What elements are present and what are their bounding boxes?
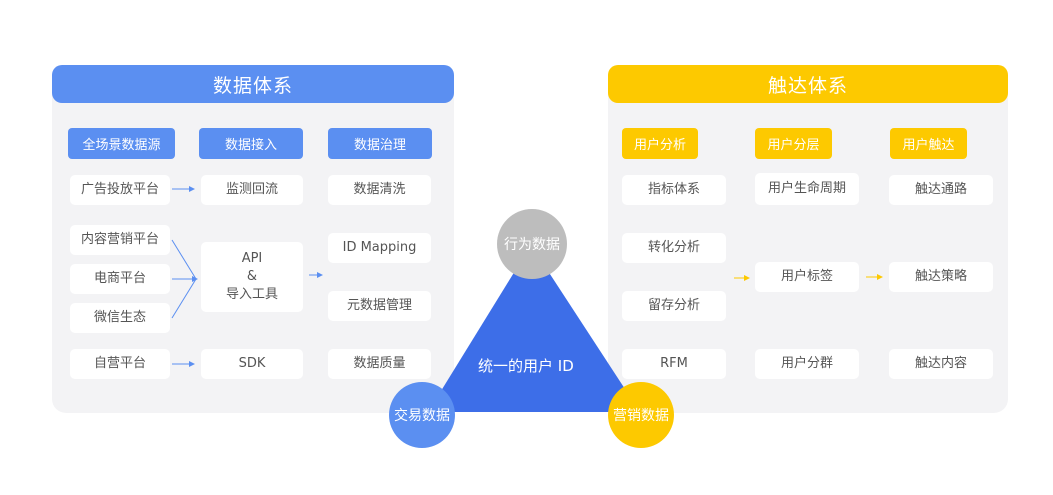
header-data-governance: 数据治理 xyxy=(328,128,432,159)
analysis-retention: 留存分析 xyxy=(622,291,726,321)
header-user-reach: 用户触达 xyxy=(890,128,967,159)
source-ad-platform: 广告投放平台 xyxy=(70,175,170,205)
reach-channels: 触达通路 xyxy=(889,175,993,205)
analysis-rfm: RFM xyxy=(622,349,726,379)
analysis-metrics: 指标体系 xyxy=(622,175,726,205)
unified-user-id-label: 统一的用户 ID xyxy=(478,357,574,375)
behavior-data-circle: 行为数据 xyxy=(497,209,567,279)
ingest-sdk: SDK xyxy=(201,349,303,379)
source-wechat: 微信生态 xyxy=(70,303,170,333)
header-user-layering: 用户分层 xyxy=(755,128,832,159)
ingest-api-tools: API & 导入工具 xyxy=(201,242,303,312)
gov-metadata: 元数据管理 xyxy=(328,291,431,321)
arrow-content-to-api xyxy=(171,239,197,280)
layer-lifecycle: 用户生命周期 xyxy=(755,173,859,205)
reach-system-title: 触达体系 xyxy=(608,65,1008,103)
transaction-data-circle: 交易数据 xyxy=(389,382,455,448)
header-user-analysis: 用户分析 xyxy=(622,128,698,159)
layer-user-groups: 用户分群 xyxy=(755,349,859,379)
marketing-data-circle: 营销数据 xyxy=(608,382,674,448)
analysis-conversion: 转化分析 xyxy=(622,233,726,263)
unified-id-triangle xyxy=(428,245,640,412)
gov-data-cleaning: 数据清洗 xyxy=(328,175,431,205)
gov-id-mapping: ID Mapping xyxy=(328,233,431,263)
ingest-monitoring: 监测回流 xyxy=(201,175,303,205)
source-content-marketing: 内容营销平台 xyxy=(70,225,170,255)
header-data-sources: 全场景数据源 xyxy=(68,128,175,159)
layer-user-tags: 用户标签 xyxy=(755,262,859,292)
source-ecommerce: 电商平台 xyxy=(70,264,170,294)
gov-data-quality: 数据质量 xyxy=(328,349,431,379)
reach-content: 触达内容 xyxy=(889,349,993,379)
reach-strategy: 触达策略 xyxy=(889,262,993,292)
data-system-title: 数据体系 xyxy=(52,65,454,103)
source-self-operated: 自营平台 xyxy=(70,349,170,379)
header-data-ingest: 数据接入 xyxy=(199,128,303,159)
arrow-wechat-to-api xyxy=(171,278,197,319)
